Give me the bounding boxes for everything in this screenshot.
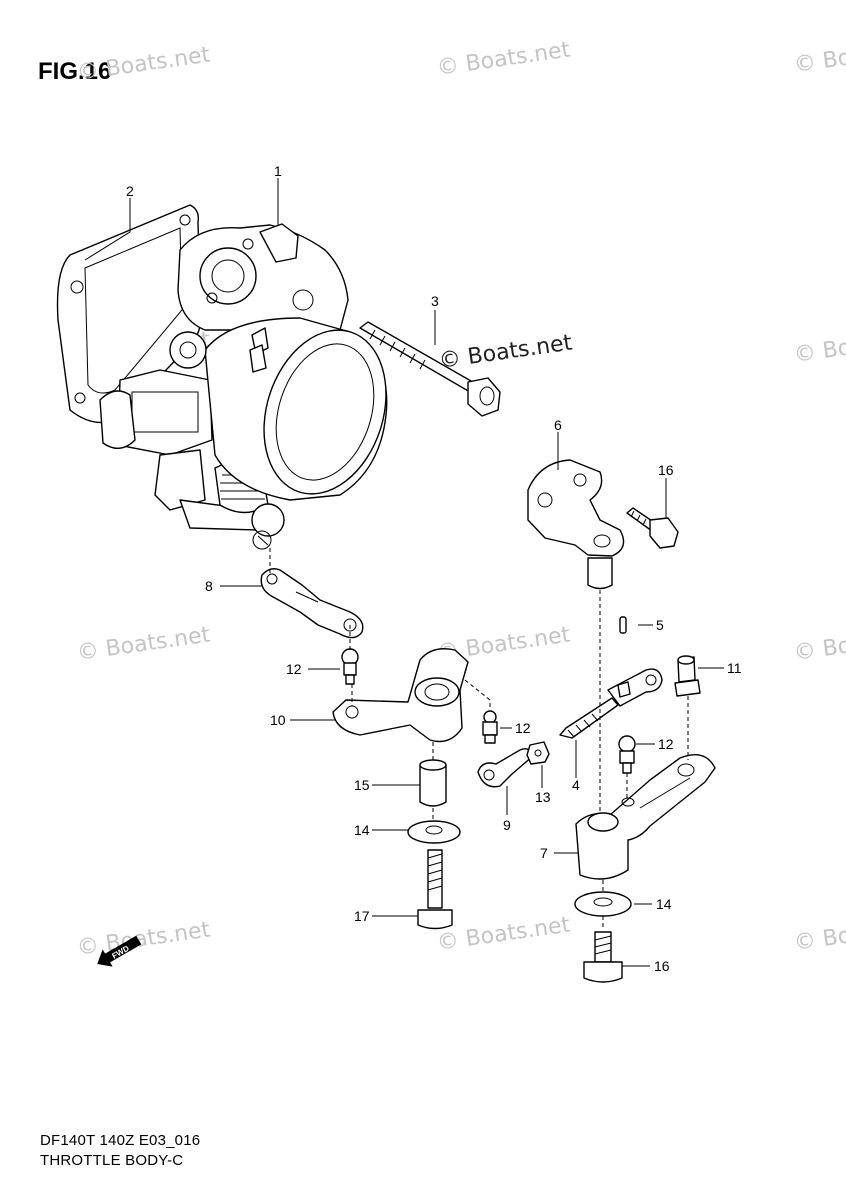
callout-12-b: 12 (515, 720, 531, 736)
watermark-10: © Boats.net (75, 917, 212, 960)
part-10-throttle-lever (332, 648, 469, 743)
callout-12-c: 12 (658, 736, 674, 752)
watermark-7: © Boats.net (75, 622, 212, 665)
part-15-collar (419, 759, 447, 807)
watermark-2: © Boats.net (435, 37, 572, 80)
part-11-ball-stud (674, 655, 701, 697)
callout-7: 7 (540, 845, 548, 861)
part-14-washer-right (574, 891, 632, 917)
callout-numbers: 1 2 3 6 16 8 5 11 12 10 12 12 4 13 9 15 … (126, 163, 742, 974)
watermark-11: © Boats.net (435, 912, 572, 955)
part-4-adjust-rod (559, 668, 663, 739)
part-12-ball-joint-a (341, 648, 359, 685)
callout-11: 11 (727, 660, 742, 676)
callout-1: 1 (274, 163, 282, 179)
part-8-linkage-rod (260, 568, 364, 639)
callout-8: 8 (205, 578, 213, 594)
callout-16-lower: 16 (654, 958, 670, 974)
part-12-ball-joint-b (482, 710, 498, 744)
callout-10: 10 (270, 712, 286, 728)
leader-lines (84, 178, 724, 967)
callout-6: 6 (554, 417, 562, 433)
part-9-rod-end (477, 748, 534, 788)
part-1-throttle-body (99, 223, 388, 550)
callout-15: 15 (354, 777, 370, 793)
callout-9: 9 (503, 817, 511, 833)
callout-14-left: 14 (354, 822, 370, 838)
watermark-6: © Boats.net (792, 324, 846, 367)
figure-title: FIG.16 (38, 58, 112, 85)
part-14-washer-left (407, 820, 461, 844)
watermark-3: © Boats.net (792, 34, 846, 77)
watermark-1: © Boats.net (75, 42, 212, 85)
part-17-bolt (417, 849, 453, 930)
model-code: DF140T 140Z E03_016 (40, 1132, 201, 1149)
part-16-bolt-lower (583, 931, 623, 983)
watermark-5: © Boats.net (437, 330, 574, 373)
part-3-bolt (359, 321, 501, 417)
part-16-bolt-upper (626, 507, 679, 549)
callout-2: 2 (126, 183, 134, 199)
part-13-nut (526, 741, 550, 765)
part-5-pin (619, 616, 627, 634)
callout-5: 5 (656, 617, 664, 633)
callout-17: 17 (354, 908, 370, 924)
callout-16-upper: 16 (658, 462, 674, 478)
callout-4: 4 (572, 777, 580, 793)
callout-12-a: 12 (286, 661, 302, 677)
watermark-9: © Boats.net (792, 622, 846, 665)
callout-14-right: 14 (656, 896, 672, 912)
part-12-ball-joint-c (618, 735, 636, 774)
watermark-12: © Boats.net (792, 912, 846, 955)
part-6-bracket (527, 459, 625, 590)
callout-13: 13 (535, 789, 551, 805)
callout-3: 3 (431, 293, 439, 309)
part-7-lever-arm (575, 754, 716, 880)
section-name: THROTTLE BODY-C (40, 1152, 184, 1169)
